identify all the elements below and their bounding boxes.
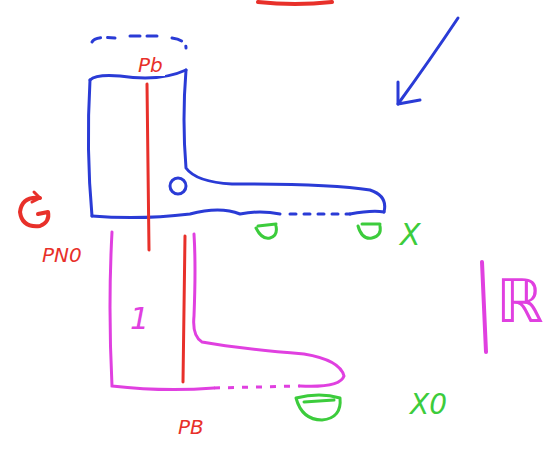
point-label: PN0 (40, 244, 84, 266)
space-label: ℝ (494, 268, 546, 334)
position-label: X0 (408, 390, 449, 421)
part-number: 1 (130, 302, 149, 335)
position-label: X (398, 218, 423, 251)
boot-shape: 1 (104, 226, 356, 398)
point-label: Pb (136, 54, 165, 76)
point-label: PB (176, 416, 206, 438)
